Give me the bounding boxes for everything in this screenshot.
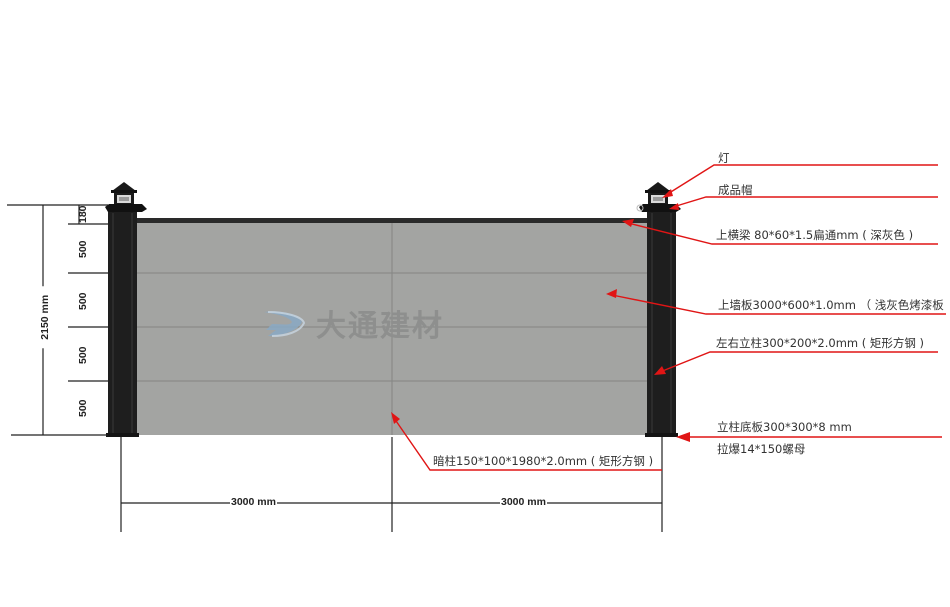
watermark-text: 大通建材 [316, 309, 444, 344]
callout-lamp: 灯 [718, 151, 730, 165]
callout-hidden-post: 暗柱150*100*1980*2.0mm ( 矩形方钢 ) [433, 454, 654, 468]
callout-base-plate: 立柱底板300*300*8 mm [717, 420, 852, 434]
callout-wall-panel: 上墙板3000*600*1.0mm （ 浅灰色烤漆板 [718, 298, 944, 312]
segment-height-label: 500 [76, 292, 89, 311]
callout-leaders [393, 164, 946, 471]
callout-anchor-bolt: 拉爆14*150螺母 [717, 442, 806, 456]
callout-side-post: 左右立柱300*200*2.0mm ( 矩形方钢 ) [716, 336, 925, 350]
watermark-logo: 大通建材 [262, 306, 444, 344]
segment-height-label: 500 [76, 399, 89, 418]
width-dimension [120, 437, 663, 532]
right-post [636, 182, 681, 437]
height-dimension [7, 204, 108, 436]
width-label-right: 3000 mm [500, 496, 547, 508]
left-post [105, 182, 147, 437]
segment-height-label: 500 [76, 240, 89, 259]
segment-height-label: 500 [76, 346, 89, 365]
top-beam [134, 218, 650, 223]
callout-cap: 成品帽 [718, 183, 753, 197]
segment-height-label: 180 [76, 205, 89, 224]
wall-panel-area [136, 222, 648, 435]
width-label-left: 3000 mm [230, 496, 277, 508]
callout-arrowheads [391, 189, 690, 442]
dt-swoosh-logo-icon [264, 311, 306, 337]
total-height-label: 2150 mm [39, 286, 51, 349]
callout-top-beam: 上横梁 80*60*1.5扁通mm ( 深灰色 ) [716, 228, 914, 242]
